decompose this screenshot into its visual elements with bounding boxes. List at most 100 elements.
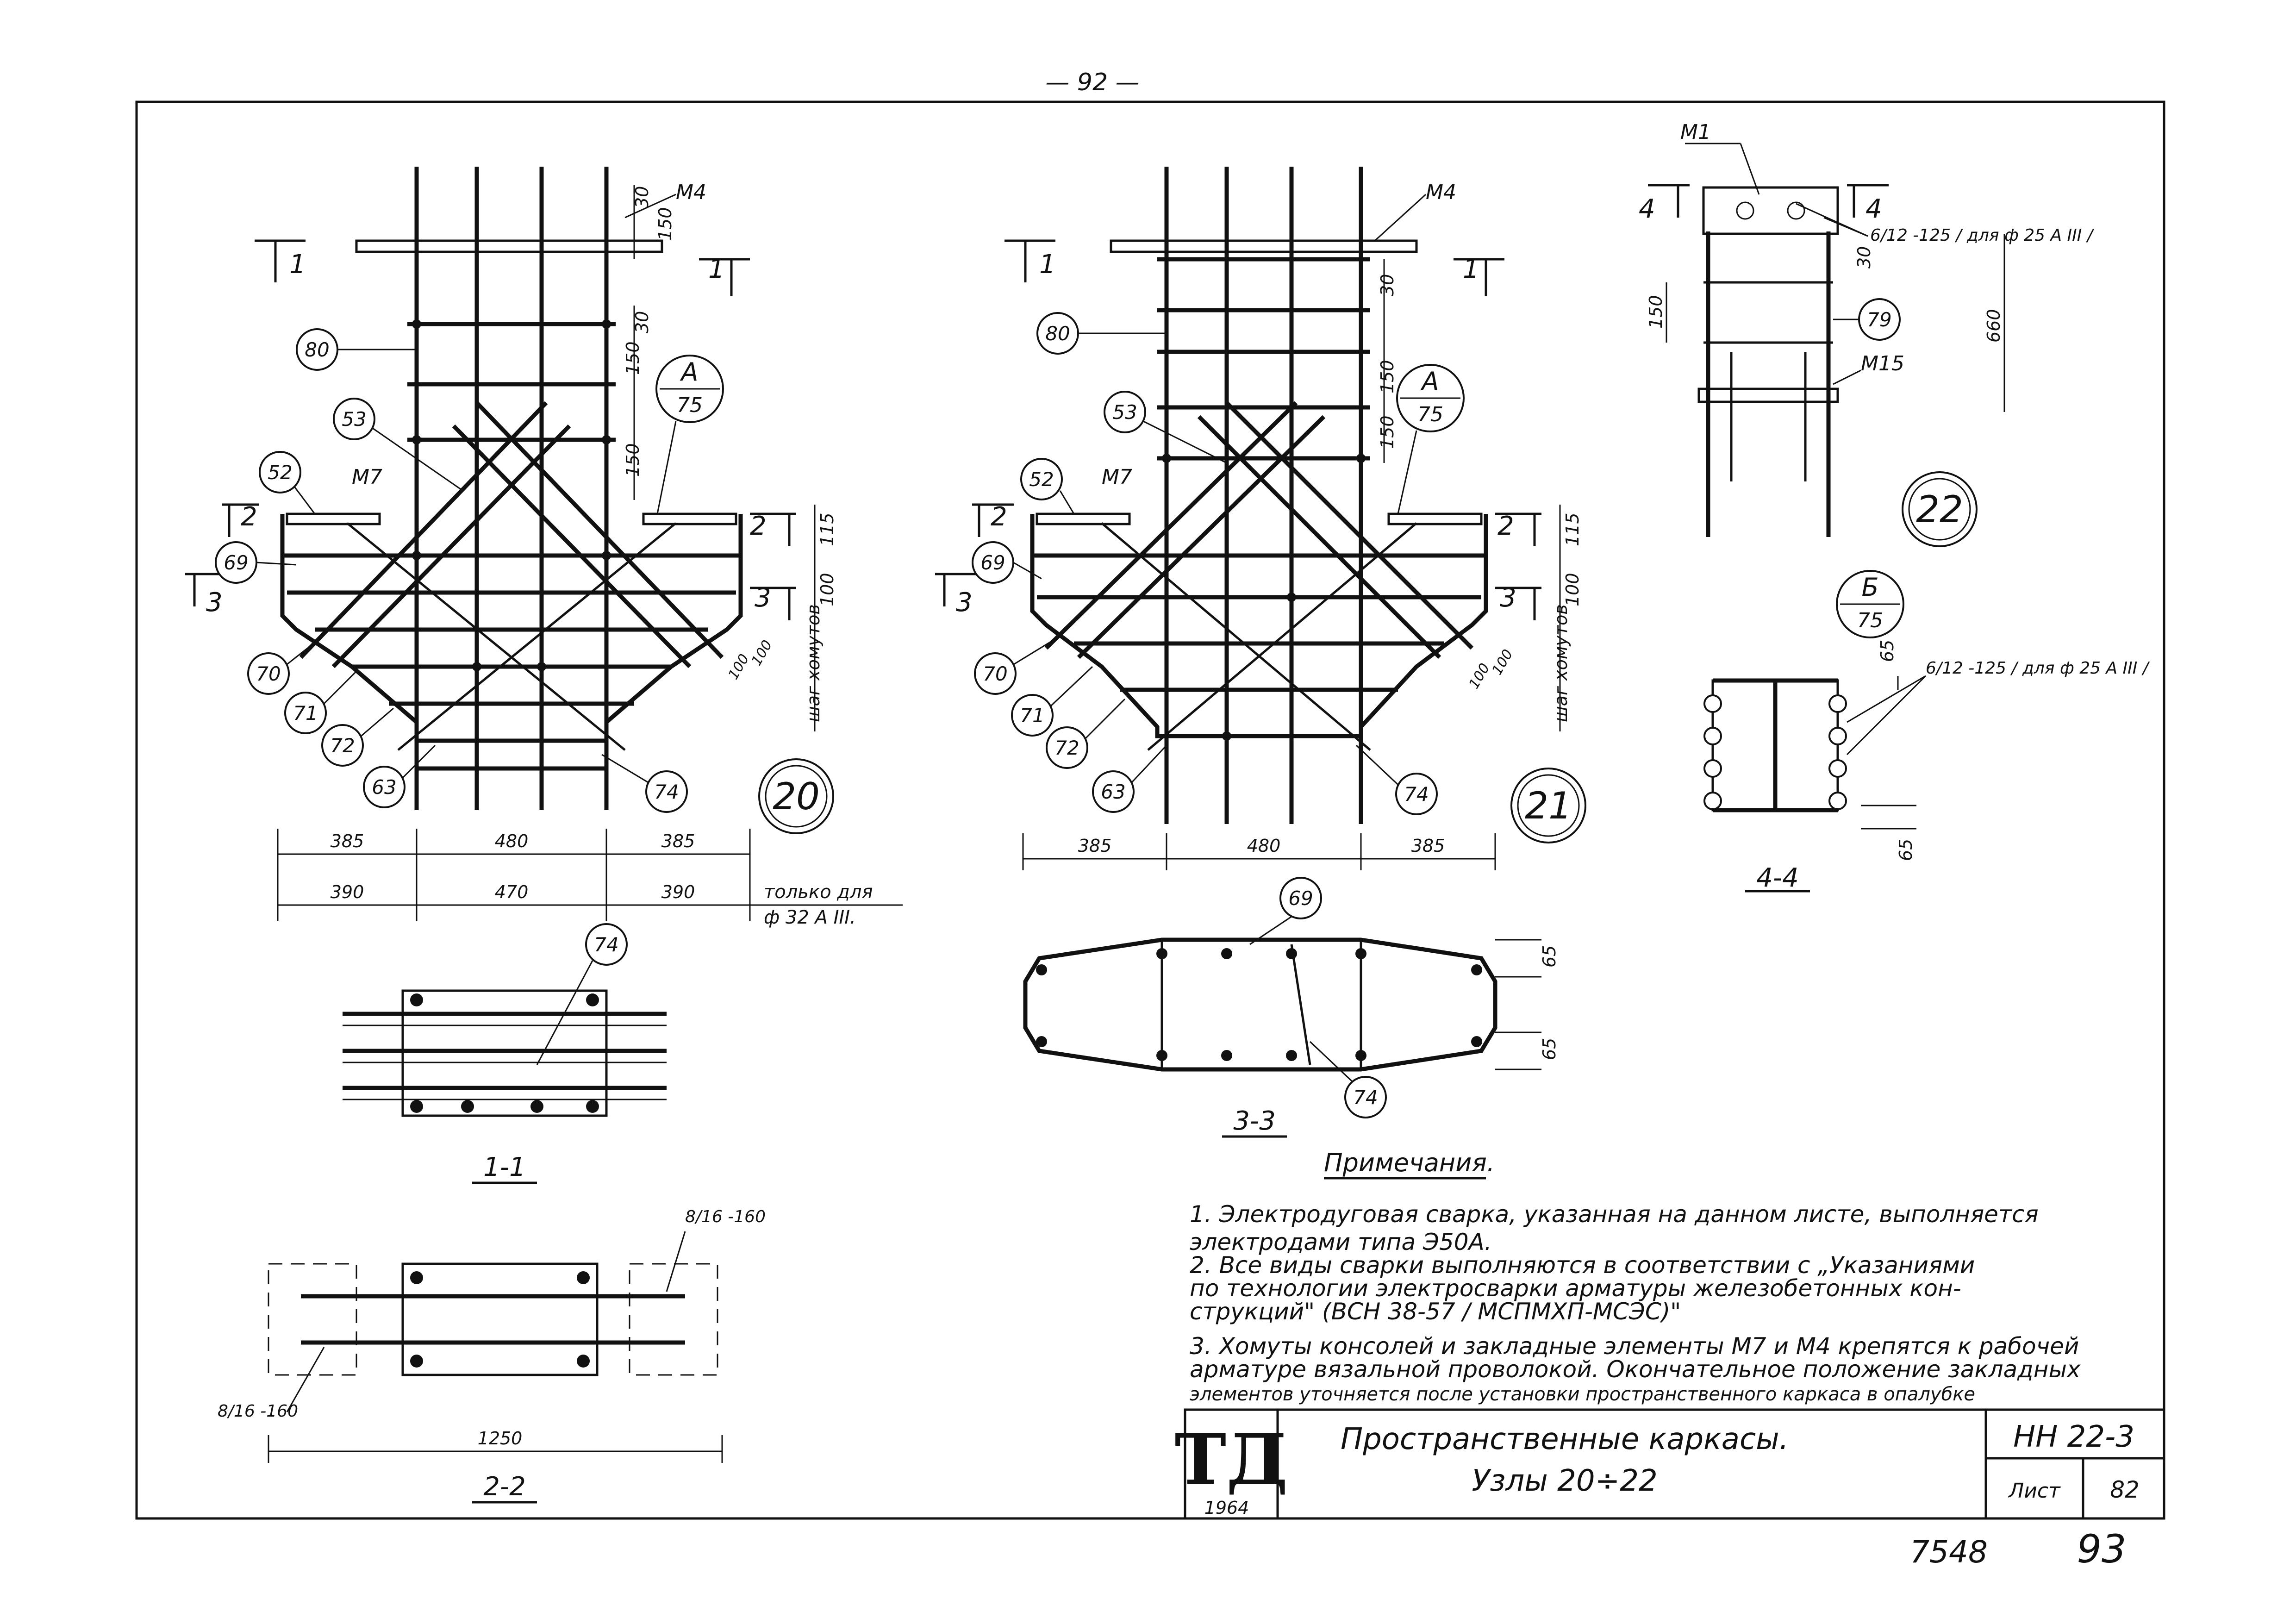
section-3-3: 65 65 69 74 3-3 [1023,877,1560,1138]
svg-text:53: 53 [1112,401,1137,424]
svg-text:63: 63 [1101,781,1125,803]
section-mark-2-left: 2 [972,502,1014,537]
svg-text:75: 75 [1417,403,1443,426]
note-line: струкций" (ВСН 38-57 / МСПМХП-МСЭС)" [1190,1298,1681,1325]
svg-text:65: 65 [1896,839,1916,861]
section-mark-1-left: 1 [255,239,306,282]
svg-text:80: 80 [305,338,329,361]
section-1-1: 74 1-1 [343,923,667,1184]
svg-text:71: 71 [293,702,318,725]
svg-text:660: 660 [1984,309,2004,343]
section-4-4: Б 75 6/12 -125 / для ф 25 А III / 65 65 … [1703,570,2150,893]
svg-text:65: 65 [1539,1038,1560,1060]
node-label-21: 21 [1510,768,1586,843]
callout-72: 72 [321,707,394,767]
svg-text:100: 100 [749,637,776,668]
svg-text:100: 100 [725,651,753,682]
callout-63: 63 [363,744,436,808]
embed-plate-m7 [1036,512,1131,525]
svg-text:150: 150 [655,207,675,241]
embed-plate-m7 [1387,512,1483,525]
diagonal-bar [331,424,571,668]
label-m4: М4 [1426,181,1456,204]
console-outline [280,514,743,771]
embed-plate-m4 [1110,239,1418,253]
svg-text:63: 63 [372,776,396,799]
node-20-drawing: 1 1 2 2 3 3 М4 М7 80 53 52 69 70 [185,167,903,928]
label-m7: М7 [1102,465,1132,489]
section-2-2: 8/16 -160 8/16 -160 1250 2-2 [218,1207,766,1504]
svg-text:150: 150 [1377,360,1398,394]
diagonal-bar [346,522,626,751]
callout-53: 53 [333,398,463,492]
note-line: 3. Хомуты консолей и закладные элементы … [1190,1333,2079,1360]
node-label-20: 20 [758,758,834,834]
callout-71: 71 [284,670,357,734]
note-line: электродами типа Э50А. [1190,1229,1492,1255]
svg-text:100: 100 [1466,661,1493,692]
svg-text:150: 150 [1377,415,1398,449]
svg-text:21: 21 [1525,784,1572,827]
notes-block: Примечания. 1. Электродуговая сварка, ук… [1190,1148,2081,1405]
title-block: ТД 1964 Пространственные каркасы. Узлы 2… [1175,1408,2165,1520]
svg-text:70: 70 [983,662,1007,685]
section-mark-2-right: 2 [750,511,796,546]
svg-text:385: 385 [331,831,364,851]
svg-text:2: 2 [991,502,1007,532]
label-m4: М4 [676,181,706,204]
svg-text:3: 3 [1500,583,1516,613]
drawing-title: Пространственные каркасы. [1341,1422,1789,1456]
callout-70: 70 [247,638,320,695]
note-line: арматуре вязальной проволокой. Окончател… [1190,1356,2081,1383]
sheet-value: 82 [2110,1476,2140,1503]
svg-text:72: 72 [330,734,355,757]
callout-53: 53 [1104,391,1227,464]
svg-text:30: 30 [1377,274,1398,296]
svg-text:75: 75 [677,394,703,417]
svg-text:100: 100 [1562,573,1583,606]
svg-text:115: 115 [1562,512,1583,546]
svg-text:385: 385 [661,831,695,851]
sheet-frame [135,100,2165,1520]
drawing-subtitle: Узлы 20÷22 [1472,1464,1657,1498]
svg-text:А: А [1421,367,1439,396]
section-mark-2-right: 2 [1495,511,1541,546]
callout-70: 70 [974,638,1056,695]
svg-text:20: 20 [773,775,820,818]
svg-text:69: 69 [980,551,1005,574]
section-mark-3-left: 3 [935,573,977,618]
label-m15: М15 [1861,352,1904,375]
embed-plate-m4 [355,239,663,253]
callout-74: 74 [601,754,688,813]
callout-74: 74 [1309,1041,1387,1118]
svg-text:1: 1 [1463,254,1479,284]
callout-80: 80 [296,328,417,371]
weld-note-b: 6/12 -125 / для ф 25 А III / [1926,659,2150,678]
diagonal-bar [452,424,692,668]
svg-text:4: 4 [1866,194,1882,224]
svg-text:80: 80 [1045,322,1070,345]
svg-text:52: 52 [1029,468,1054,491]
svg-text:1: 1 [708,254,725,284]
section-mark-1-right: 1 [699,254,750,296]
embed-plate-m1 [1702,186,1839,235]
callout-52: 52 [1020,458,1075,514]
section-mark-3-right: 3 [750,583,796,620]
note-line: 1. Электродуговая сварка, указанная на д… [1190,1201,2039,1228]
svg-text:65: 65 [1877,640,1897,662]
svg-text:480: 480 [495,831,529,851]
svg-text:шаг хомутов: шаг хомутов [1551,604,1571,722]
weld-note-bottom: 8/16 -160 [218,1402,298,1421]
section-mark-3-right: 3 [1495,583,1541,620]
svg-text:30: 30 [632,186,652,208]
note-line: 2. Все виды сварки выполняются в соответ… [1190,1252,1975,1279]
svg-text:Б: Б [1861,573,1878,602]
section-4-4-label: 4-4 [1756,863,1798,893]
svg-text:3: 3 [755,583,771,613]
diagonal-bar [299,401,548,659]
callout-74: 74 [536,923,628,1065]
svg-text:2: 2 [1497,511,1514,541]
svg-text:75: 75 [1857,609,1883,632]
section-mark-1-right: 1 [1454,254,1504,296]
